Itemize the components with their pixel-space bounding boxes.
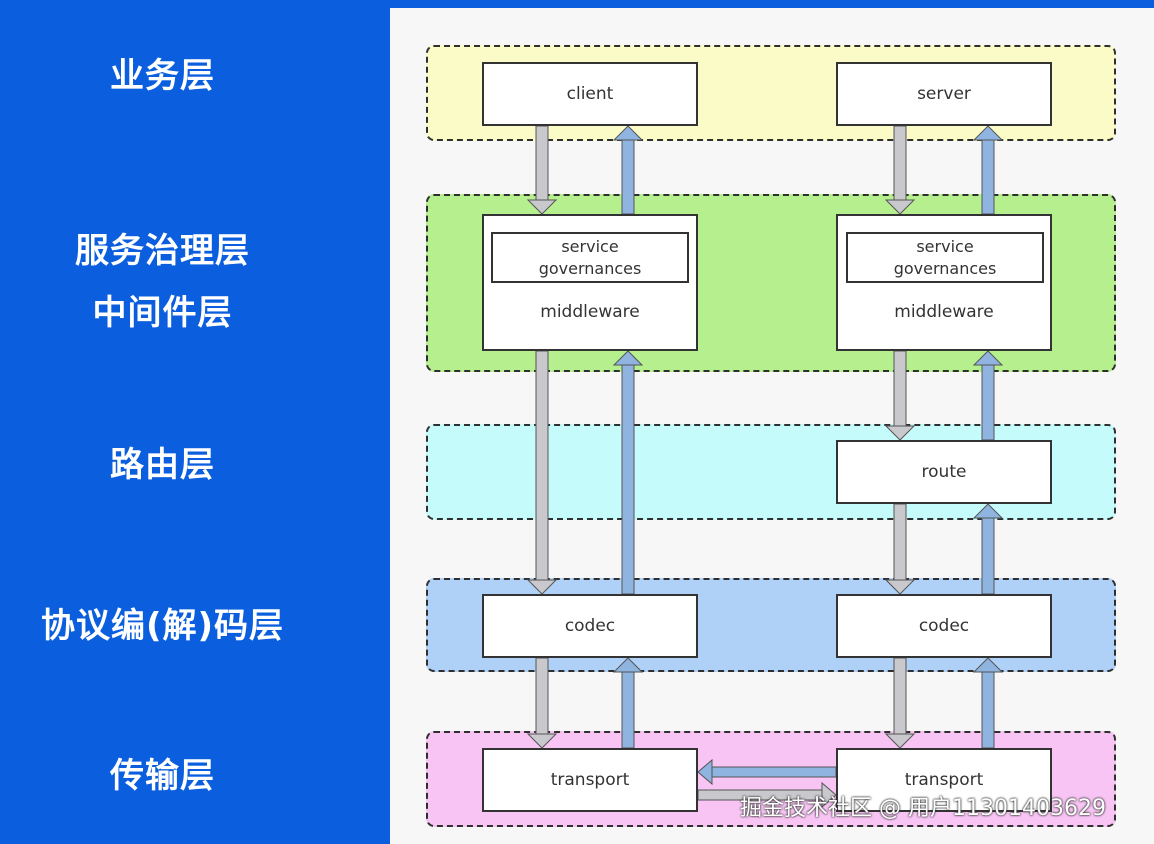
left-to-right-transport-arrow [697,781,837,809]
right-middleware-to-route-arrow [884,350,916,441]
flow-arrows [526,125,1004,809]
route-node: route [836,440,1052,504]
left-codec-node: codec [482,594,698,658]
layer-label-business: 业务层 [110,56,215,96]
right-to-left-transport-arrow [697,758,837,786]
right-governance-line2: governances [893,258,997,278]
right-transport-to-codec-arrow [972,657,1004,749]
right-codec-to-transport-arrow [884,657,916,749]
right-governance-line1: service [916,236,974,256]
right-transport-label: transport [904,770,984,790]
layer-label-panel: 业务层 服务治理层 中间件层 路由层 协议编(解)码层 传输层 [0,0,390,844]
right-service-governance: service governances [846,232,1044,283]
right-codec-node: codec [836,594,1052,658]
client-to-middleware-arrow [526,125,558,215]
client-node: client [482,62,698,126]
server-node: server [836,62,1052,126]
right-middleware-label: middleware [894,302,994,322]
left-middleware-node: service governances middleware [482,214,698,351]
client-label: client [566,84,614,104]
left-governance-line2: governances [538,258,642,278]
route-to-codec-arrow [884,503,916,595]
route-to-right-middleware-arrow [972,350,1004,441]
middleware-to-client-arrow [612,125,644,215]
codec-to-route-arrow [972,503,1004,595]
left-codec-label: codec [564,616,616,636]
left-middleware-to-codec-arrow [526,350,558,595]
server-to-middleware-arrow [884,125,916,215]
left-service-governance: service governances [491,232,689,283]
left-middleware-label: middleware [540,302,640,322]
server-label: server [917,84,971,104]
layer-label-codec: 协议编(解)码层 [40,606,285,646]
left-governance-line1: service [561,236,619,256]
left-transport-label: transport [550,770,630,790]
left-codec-to-transport-arrow [526,657,558,749]
layer-label-middleware: 中间件层 [92,293,233,333]
left-transport-node: transport [482,748,698,812]
middleware-to-server-arrow [972,125,1004,215]
layer-label-routing: 路由层 [110,445,215,485]
watermark: 掘金技术社区 @ 用户1130140362​9 [740,796,1106,821]
right-middleware-node: service governances middleware [836,214,1052,351]
left-codec-to-middleware-arrow [612,350,644,595]
right-transport-node: transport [836,748,1052,812]
route-label: route [921,462,967,482]
right-codec-label: codec [918,616,970,636]
layer-label-transport: 传输层 [110,756,215,796]
left-transport-to-codec-arrow [612,657,644,749]
layer-label-governance: 服务治理层 [75,231,250,271]
architecture-diagram: client server service governances middle… [390,8,1154,844]
